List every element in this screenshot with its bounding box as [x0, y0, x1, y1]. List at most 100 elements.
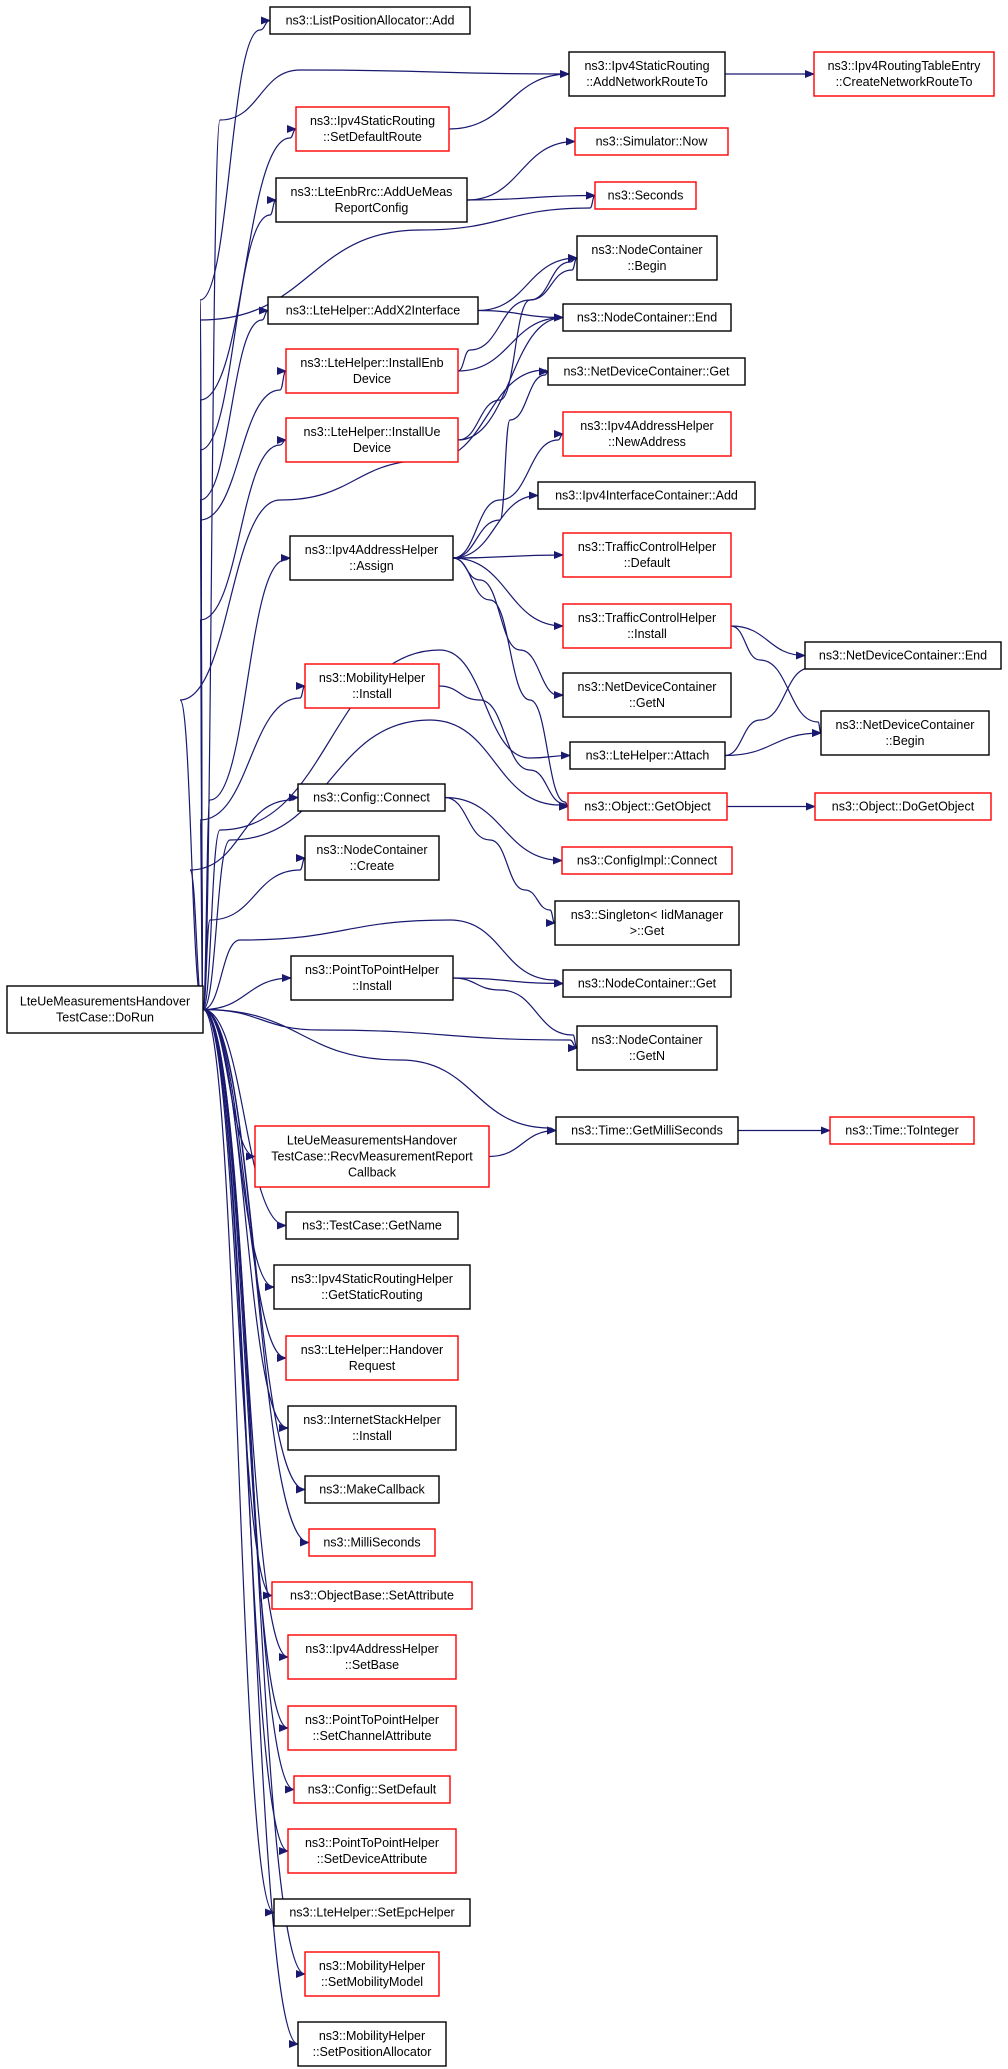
node-label-line: ns3::Simulator::Now: [596, 135, 709, 149]
function-node-n35[interactable]: LteUeMeasurementsHandoverTestCase::RecvM…: [254, 1125, 490, 1188]
call-edge-root-to-n1: [199, 16, 271, 1011]
function-node-n47[interactable]: ns3::LteHelper::SetEpcHelper: [273, 1898, 471, 1927]
function-node-n9[interactable]: ns3::LteHelper::AddX2Interface: [267, 296, 479, 325]
function-node-n12[interactable]: ns3::NetDeviceContainer::Get: [547, 357, 746, 386]
function-node-n10[interactable]: ns3::NodeContainer::End: [562, 303, 732, 332]
node-label-line: Device: [353, 372, 391, 386]
function-node-n42[interactable]: ns3::ObjectBase::SetAttribute: [271, 1581, 473, 1610]
function-node-n3[interactable]: ns3::Ipv4RoutingTableEntry::CreateNetwor…: [813, 51, 995, 97]
node-label-line: ns3::MilliSeconds: [323, 1536, 420, 1550]
node-label-line: ns3::InternetStackHelper: [303, 1413, 441, 1427]
function-node-n37[interactable]: ns3::Ipv4StaticRoutingHelper::GetStaticR…: [273, 1264, 471, 1310]
node-box: [820, 710, 990, 756]
node-label-line: ::Install: [352, 687, 392, 701]
function-node-n1[interactable]: ns3::ListPositionAllocator::Add: [269, 6, 471, 35]
call-edge-n30-to-n31: [452, 977, 564, 988]
function-node-n2[interactable]: ns3::Ipv4StaticRouting::AddNetworkRouteT…: [568, 51, 726, 97]
function-node-n25[interactable]: ns3::Object::GetObject: [567, 792, 728, 821]
function-nodes: LteUeMeasurementsHandoverTestCase::DoRun…: [6, 6, 1002, 2067]
function-node-n45[interactable]: ns3::Config::SetDefault: [293, 1775, 451, 1804]
call-edge-root-to-n13: [199, 436, 287, 1011]
node-box: [576, 235, 718, 281]
function-node-n7[interactable]: ns3::Seconds: [594, 181, 697, 210]
function-node-n40[interactable]: ns3::MakeCallback: [304, 1475, 440, 1504]
function-node-n49[interactable]: ns3::MobilityHelper::SetPositionAllocato…: [297, 2021, 447, 2067]
function-node-n4[interactable]: ns3::Ipv4StaticRouting::SetDefaultRoute: [295, 106, 450, 152]
node-label-line: Device: [353, 441, 391, 455]
function-node-n34[interactable]: ns3::Time::ToInteger: [829, 1116, 975, 1145]
node-box: [304, 835, 440, 881]
node-box: [569, 741, 726, 770]
node-box: [562, 303, 732, 332]
node-label-line: ::GetN: [629, 1049, 665, 1063]
function-node-n5[interactable]: ns3::Simulator::Now: [574, 127, 729, 156]
function-node-n31[interactable]: ns3::NodeContainer::Get: [562, 969, 732, 998]
node-label-line: ::SetChannelAttribute: [313, 1729, 432, 1743]
function-node-n24[interactable]: ns3::Config::Connect: [297, 783, 446, 812]
function-node-n23[interactable]: ns3::LteHelper::Attach: [569, 741, 726, 770]
call-edge-n16-to-n12: [452, 367, 549, 559]
call-edge-n30-to-n32: [452, 977, 578, 1052]
node-box: [804, 641, 1002, 670]
node-label-line: ::Create: [350, 859, 395, 873]
node-box: [290, 955, 454, 1001]
call-edge-root-to-n33: [202, 1008, 557, 1135]
function-node-n19[interactable]: ns3::NetDeviceContainer::End: [804, 641, 1002, 670]
function-node-n20[interactable]: ns3::NetDeviceContainer::GetN: [562, 672, 732, 718]
node-label-line: ns3::LteEnbRrc::AddUeMeas: [291, 185, 453, 199]
function-node-n30[interactable]: ns3::PointToPointHelper::Install: [290, 955, 454, 1001]
node-box: [285, 1211, 459, 1240]
node-label-line: LteUeMeasurementsHandover: [20, 995, 190, 1009]
call-edge-n16-to-n25: [452, 557, 569, 811]
node-label-line: ::Begin: [628, 259, 667, 273]
node-label-line: ns3::LteHelper::Handover: [301, 1343, 443, 1357]
function-node-n36[interactable]: ns3::TestCase::GetName: [285, 1211, 459, 1240]
function-node-n28[interactable]: ns3::NodeContainer::Create: [304, 835, 440, 881]
function-node-n27[interactable]: ns3::ConfigImpl::Connect: [561, 846, 733, 875]
node-box: [814, 792, 992, 821]
call-edge-n13-to-n8: [457, 254, 578, 441]
node-box: [254, 1125, 490, 1188]
function-node-n17[interactable]: ns3::TrafficControlHelper::Default: [562, 532, 732, 578]
node-label-line: ns3::ListPositionAllocator::Add: [286, 14, 455, 28]
function-node-n22[interactable]: ns3::NetDeviceContainer::Begin: [820, 710, 990, 756]
node-label-line: ::SetMobilityModel: [321, 1975, 423, 1989]
function-node-n48[interactable]: ns3::MobilityHelper::SetMobilityModel: [304, 1951, 440, 1997]
node-label-line: ns3::MobilityHelper: [319, 2029, 425, 2043]
node-label-line: ReportConfig: [335, 201, 409, 215]
node-box: [562, 603, 732, 649]
call-edge-n16-to-n14: [452, 430, 564, 559]
node-label-line: ns3::PointToPointHelper: [305, 1836, 439, 1850]
function-node-n39[interactable]: ns3::InternetStackHelper::Install: [287, 1405, 457, 1451]
function-node-n41[interactable]: ns3::MilliSeconds: [308, 1528, 436, 1557]
node-box: [304, 663, 440, 709]
function-node-n18[interactable]: ns3::TrafficControlHelper::Install: [562, 603, 732, 649]
function-node-n15[interactable]: ns3::Ipv4InterfaceContainer::Add: [537, 481, 756, 510]
call-edge-root-to-n21: [199, 682, 306, 1011]
node-label-line: ns3::Ipv4AddressHelper: [305, 1642, 438, 1656]
function-node-n14[interactable]: ns3::Ipv4AddressHelper::NewAddress: [562, 411, 732, 457]
function-node-n44[interactable]: ns3::PointToPointHelper::SetChannelAttri…: [287, 1705, 457, 1751]
call-edge-root-to-n32: [202, 1008, 578, 1052]
node-label-line: ns3::NodeContainer: [316, 843, 427, 857]
function-node-n29[interactable]: ns3::Singleton< IidManager>::Get: [554, 900, 740, 946]
function-node-n32[interactable]: ns3::NodeContainer::GetN: [576, 1025, 718, 1071]
function-node-n43[interactable]: ns3::Ipv4AddressHelper::SetBase: [287, 1634, 457, 1680]
function-node-n21[interactable]: ns3::MobilityHelper::Install: [304, 663, 440, 709]
node-box: [568, 51, 726, 97]
function-node-n46[interactable]: ns3::PointToPointHelper::SetDeviceAttrib…: [287, 1828, 457, 1874]
function-node-n16[interactable]: ns3::Ipv4AddressHelper::Assign: [289, 535, 454, 581]
call-edge-root-to-n47: [202, 1008, 275, 1917]
function-node-n8[interactable]: ns3::NodeContainer::Begin: [576, 235, 718, 281]
function-node-n26[interactable]: ns3::Object::DoGetObject: [814, 792, 992, 821]
node-label-line: ns3::NodeContainer::Get: [578, 977, 717, 991]
node-box: [287, 1634, 457, 1680]
function-node-n33[interactable]: ns3::Time::GetMilliSeconds: [555, 1116, 739, 1145]
node-label-line: ns3::PointToPointHelper: [305, 1713, 439, 1727]
call-edge-root-to-n30: [202, 974, 292, 1011]
